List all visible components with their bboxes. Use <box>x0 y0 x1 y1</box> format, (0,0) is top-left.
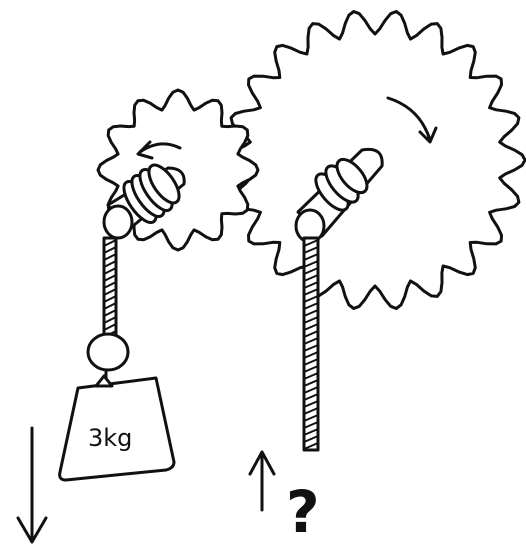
right-rope <box>304 238 318 450</box>
up-arrow-icon <box>250 452 274 510</box>
down-arrow-icon <box>18 428 46 542</box>
weight: 3kg <box>60 376 174 480</box>
weight-label: 3kg <box>88 424 132 452</box>
weight-handle <box>96 376 112 386</box>
left-rope <box>104 238 116 338</box>
hook-ring <box>88 334 128 370</box>
left-axle-end <box>104 206 132 238</box>
unknown-force-label: ? <box>286 478 320 546</box>
